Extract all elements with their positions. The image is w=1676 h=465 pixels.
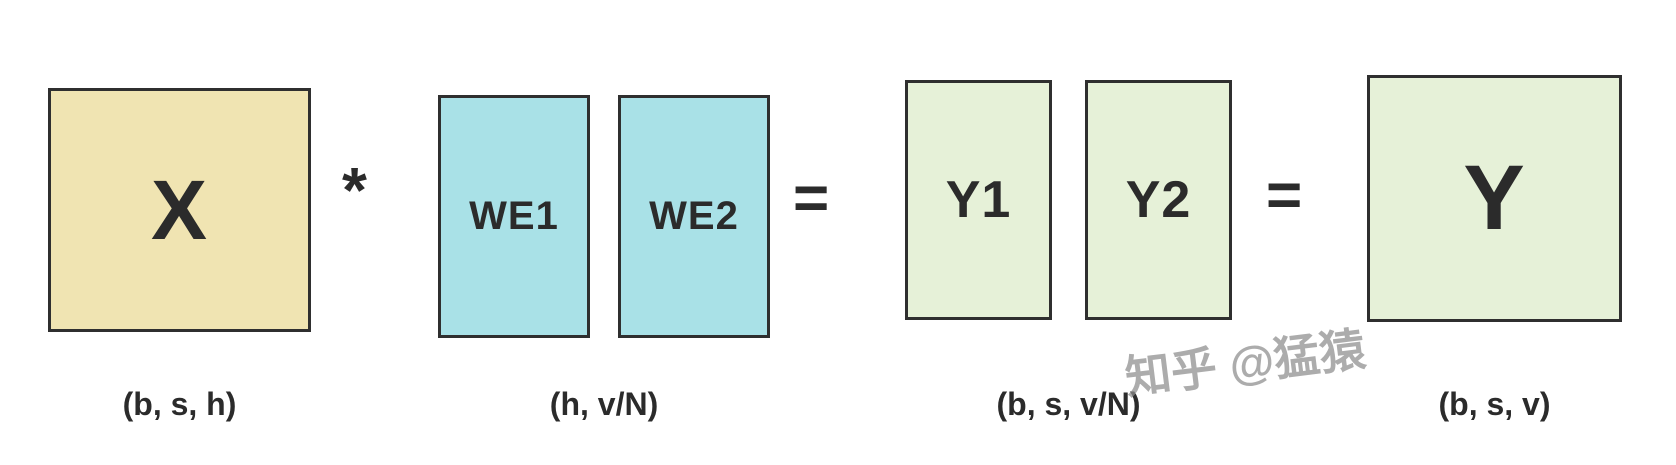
matrix-x-box: X <box>48 88 311 332</box>
dimension-label-y: (b, s, v) <box>1438 386 1551 422</box>
equals-operator-1: = <box>793 164 830 233</box>
dimension-label-y-split: (b, s, v/N) <box>996 386 1141 422</box>
matrix-we2-box: WE2 <box>618 95 770 338</box>
multiply-operator: * <box>342 154 367 226</box>
matrix-we1-label: WE1 <box>469 194 559 238</box>
matrix-y-box: Y <box>1367 75 1622 322</box>
matrix-x-label: X <box>150 162 209 257</box>
matrix-we1-box: WE1 <box>438 95 590 338</box>
matrix-y1-box: Y1 <box>905 80 1052 320</box>
dimension-label-x: (b, s, h) <box>122 386 237 422</box>
matrix-y-label: Y <box>1463 147 1526 249</box>
watermark-text: 知乎 @猛猿 <box>1122 322 1369 404</box>
dimension-label-we: (h, v/N) <box>549 386 659 422</box>
matrix-y2-label: Y2 <box>1125 171 1192 229</box>
matrix-y2-box: Y2 <box>1085 80 1232 320</box>
equals-operator-2: = <box>1266 161 1303 230</box>
matrix-we2-label: WE2 <box>649 194 739 238</box>
matrix-y1-label: Y1 <box>945 171 1012 229</box>
